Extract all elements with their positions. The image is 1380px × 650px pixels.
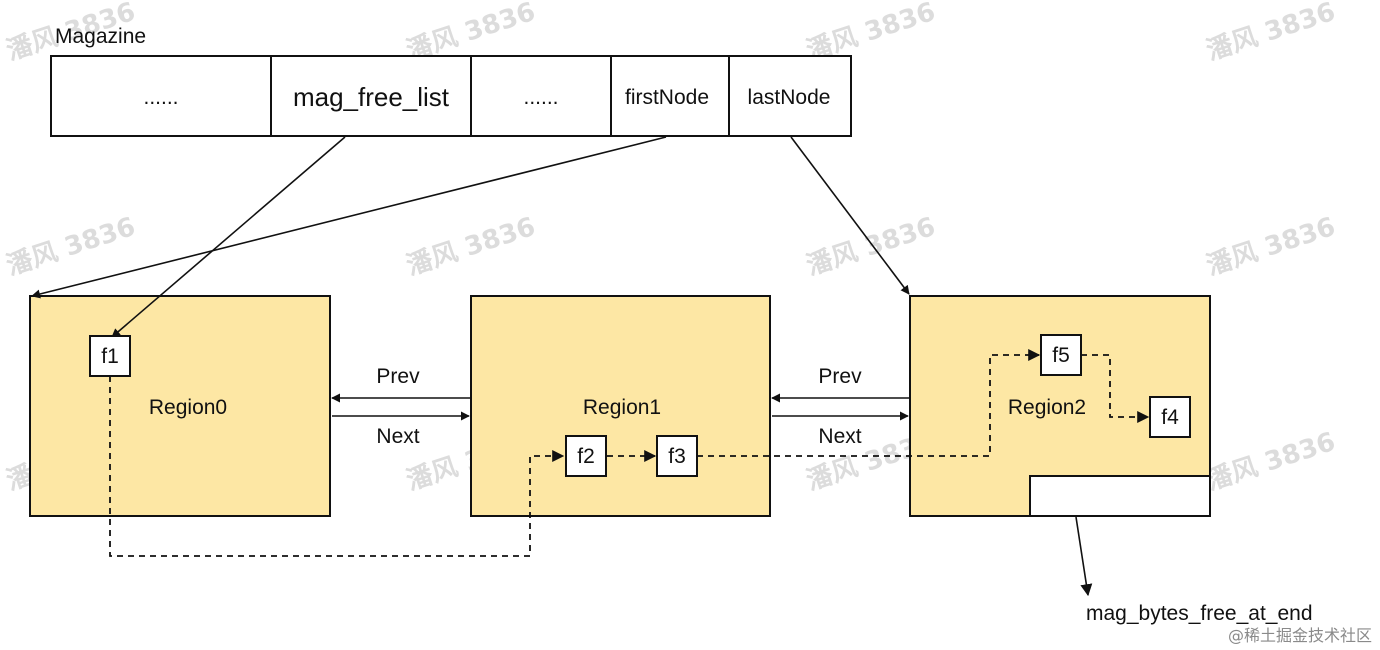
region-0-label: Region0	[149, 396, 227, 419]
free-block-label: f2	[577, 445, 595, 468]
magazine-cell-mag-free-list: mag_free_list	[293, 82, 450, 112]
free-list-link-f5-to-f4	[1081, 354, 1150, 423]
bytes-free-at-end-block	[1029, 475, 1211, 517]
next-label: Next	[818, 425, 861, 448]
magazine-cell-first-node: firstNode	[625, 86, 709, 109]
watermark: 潘风 3836	[1203, 427, 1339, 497]
region-0-box	[29, 295, 331, 517]
magazine-cell-ellipsis: ......	[143, 86, 178, 109]
region-1-label: Region1	[583, 396, 661, 419]
bytes-free-at-end-arrow	[1075, 516, 1093, 597]
free-block-label: f3	[668, 445, 686, 468]
bytes-free-at-end-label: mag_bytes_free_at_end	[1086, 602, 1313, 625]
free-block-f3	[656, 435, 698, 477]
free-block-label: f5	[1052, 344, 1070, 367]
magazine-outline	[50, 55, 852, 137]
region-1-box	[470, 295, 771, 517]
magazine-title: Magazine	[55, 25, 146, 48]
magazine-cell-ellipsis: ......	[523, 86, 558, 109]
source-credit: @稀土掘金技术社区	[1228, 626, 1372, 645]
free-block-label: f1	[101, 345, 119, 368]
free-block-f1	[89, 335, 131, 377]
region-2-label: Region2	[1008, 396, 1086, 419]
watermark: 潘风 3836	[1203, 0, 1339, 67]
free-block-f4	[1149, 396, 1191, 438]
magazine-cell-last-node: lastNode	[748, 86, 831, 109]
first-node-pointer-arrow	[31, 136, 667, 299]
watermark: 潘风 3836	[803, 212, 939, 282]
watermark: 潘风 3836	[403, 212, 539, 282]
last-node-pointer-arrow	[790, 136, 910, 295]
free-block-f2	[565, 435, 607, 477]
watermark: 潘风 3836	[3, 212, 139, 282]
free-list-link-f1-to-f2	[109, 376, 565, 557]
mag-free-list-pointer-arrow	[111, 136, 346, 338]
prev-label: Prev	[376, 365, 420, 388]
free-block-f5	[1040, 334, 1082, 376]
magazine-struct: ...... mag_free_list ...... firstNode la…	[50, 55, 852, 137]
watermark: 潘风 3836	[1203, 212, 1339, 282]
next-label: Next	[376, 425, 419, 448]
free-list-link-f3-to-f5	[697, 349, 1041, 457]
prev-label: Prev	[818, 365, 862, 388]
free-block-label: f4	[1161, 406, 1179, 429]
